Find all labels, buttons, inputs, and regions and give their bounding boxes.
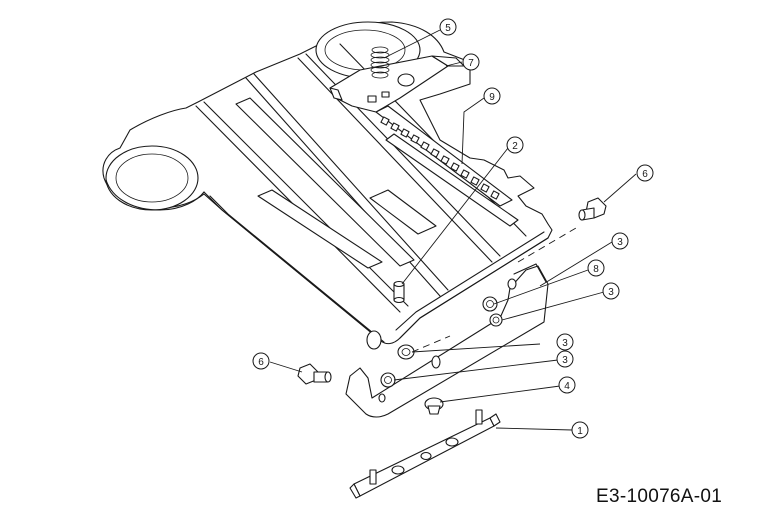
callout-3-right: 3 (602, 282, 620, 300)
callout-6-left: 6 (252, 352, 270, 370)
callout-9: 9 (483, 87, 501, 105)
spring (370, 46, 390, 79)
callout-8: 8 (587, 259, 605, 277)
callout-9-label: 9 (489, 92, 495, 103)
mounting-bracket (345, 263, 549, 418)
callout-3-lower: 3 (556, 350, 574, 368)
callout-4-label: 4 (564, 381, 570, 392)
latch-bracket (329, 55, 465, 113)
callout-3-lower-label: 3 (562, 355, 568, 366)
callout-6-right: 6 (636, 164, 654, 182)
shoulder-bolt-right (578, 197, 607, 221)
bushing-left-top (397, 344, 415, 360)
callout-1: 1 (571, 421, 589, 439)
callout-6-right-label: 6 (642, 169, 648, 180)
callout-3-right-label: 3 (608, 287, 614, 298)
shoulder-bolt-left (297, 363, 332, 385)
adjustment-rail (375, 105, 513, 207)
pivot-pin (393, 280, 405, 304)
assembly-centerline-lower (411, 335, 451, 353)
callout-7-label: 7 (468, 58, 474, 69)
callout-2-label: 2 (512, 141, 518, 152)
bushing-lower-right (489, 313, 503, 327)
callout-6-left-label: 6 (258, 357, 264, 368)
callout-8-label: 8 (593, 264, 599, 275)
callout-4: 4 (558, 376, 576, 394)
drawing-code-label: E3-10076A-01 (596, 486, 723, 507)
callout-7: 7 (462, 53, 480, 71)
callout-3-middle-label: 3 (562, 338, 568, 349)
callout-5-label: 5 (445, 23, 451, 34)
callout-3-upper: 3 (611, 232, 629, 250)
leader-lines (269, 29, 637, 431)
callout-5: 5 (439, 18, 457, 36)
callout-2: 2 (506, 136, 524, 154)
hinge-plate (349, 409, 501, 499)
seat-base-plate (102, 21, 553, 350)
bushing-upper (482, 296, 498, 312)
callout-3-middle: 3 (556, 333, 574, 351)
callout-3-upper-label: 3 (617, 237, 623, 248)
plug (424, 397, 444, 415)
bushing-left-bottom (380, 372, 396, 388)
callout-1-label: 1 (577, 426, 583, 437)
